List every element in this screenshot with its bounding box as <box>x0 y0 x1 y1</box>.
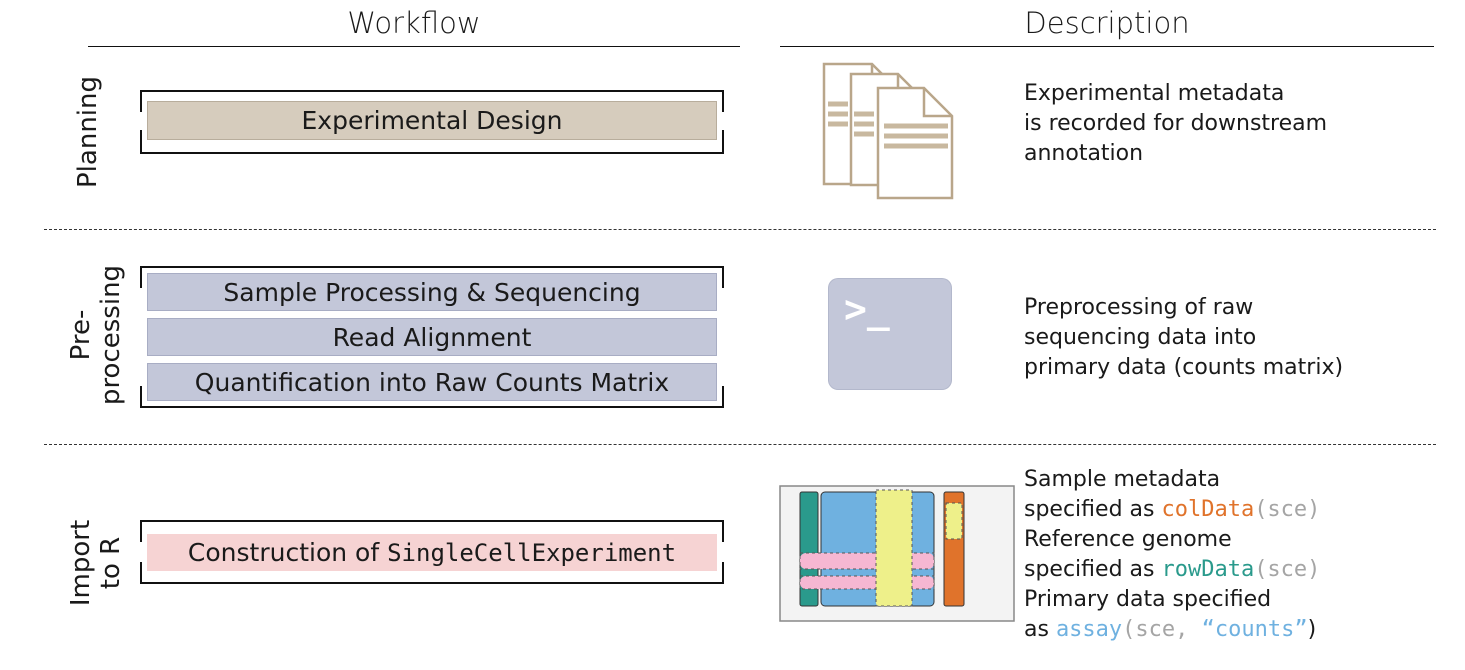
workflow-header-rule <box>88 46 740 47</box>
planning-bracket-top <box>140 90 724 112</box>
import-bracket-bottom <box>140 562 724 584</box>
planning-label: Planning <box>73 76 103 188</box>
terminal-prompt: >_ <box>844 287 890 331</box>
step-experimental-design: Experimental Design <box>147 101 717 140</box>
sce-structure-icon <box>779 485 1015 622</box>
step-construction-sce: Construction of SingleCellExperiment <box>147 534 717 571</box>
preprocessing-bracket-top <box>140 266 724 288</box>
preprocessing-label: Pre- processing <box>66 264 126 406</box>
step-sample-processing: Sample Processing & Sequencing <box>147 273 717 311</box>
step-quantification: Quantification into Raw Counts Matrix <box>147 363 717 401</box>
planning-bracket-bottom <box>140 130 724 154</box>
import-label: Import to R <box>66 519 126 607</box>
section-divider-2 <box>44 444 1436 445</box>
documents-icon <box>822 62 954 200</box>
terminal-icon: >_ <box>829 279 951 389</box>
preprocessing-bracket-bottom <box>140 386 724 408</box>
import-description: Sample metadata specified as colData(sce… <box>1024 467 1321 642</box>
step-read-alignment: Read Alignment <box>147 318 717 356</box>
workflow-header: Workflow <box>347 6 481 40</box>
description-header-rule <box>780 46 1434 47</box>
planning-description: Experimental metadata is recorded for do… <box>1024 81 1328 166</box>
section-divider-1 <box>44 229 1436 230</box>
preprocessing-description: Preprocessing of raw sequencing data int… <box>1024 295 1344 380</box>
import-bracket-top <box>140 520 724 542</box>
description-header: Description <box>1024 6 1190 40</box>
